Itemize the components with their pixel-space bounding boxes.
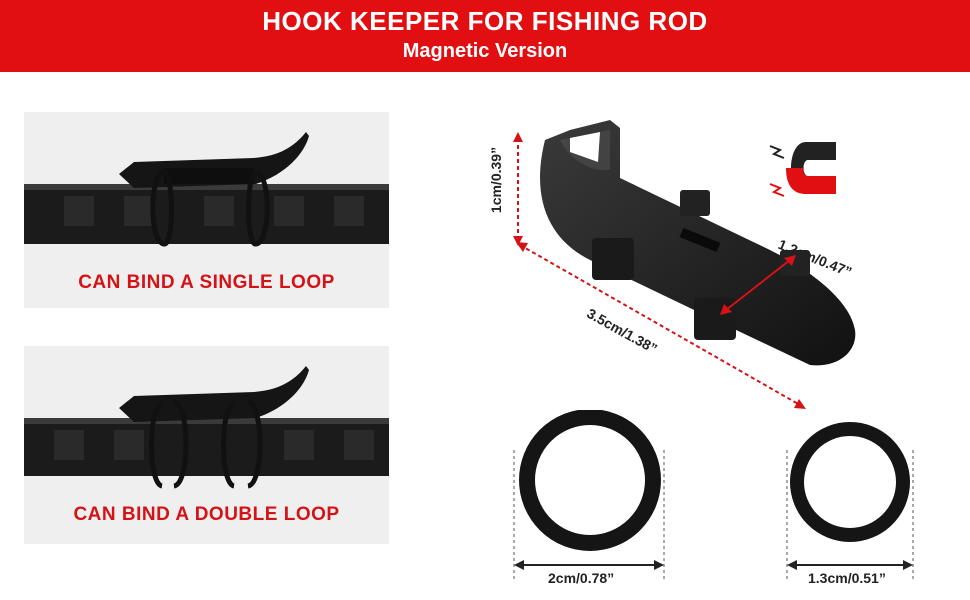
single-loop-illustration bbox=[24, 132, 389, 247]
large-o-ring bbox=[519, 410, 661, 551]
magnet-icon bbox=[769, 142, 836, 197]
hook-keeper-product bbox=[513, 120, 856, 409]
tab-right-front bbox=[694, 298, 736, 340]
large-ring-dimension-label: 2cm/0.78” bbox=[548, 570, 615, 586]
double-loop-panel: CAN BIND A DOUBLE LOOP bbox=[24, 346, 389, 544]
double-loop-illustration bbox=[24, 366, 389, 489]
double-loop-caption: CAN BIND A DOUBLE LOOP bbox=[73, 504, 340, 525]
small-o-ring bbox=[790, 422, 910, 542]
tab-left-front bbox=[592, 238, 634, 280]
single-loop-panel: CAN BIND A SINGLE LOOP bbox=[24, 112, 389, 308]
height-dimension-label: 1cm/0.39” bbox=[488, 146, 504, 214]
page-title: HOOK KEEPER FOR FISHING ROD bbox=[262, 6, 708, 36]
o-rings-illustration bbox=[513, 410, 914, 580]
page-subtitle: Magnetic Version bbox=[402, 40, 568, 62]
header-banner: HOOK KEEPER FOR FISHING ROD Magnetic Ver… bbox=[0, 0, 970, 72]
single-loop-caption: CAN BIND A SINGLE LOOP bbox=[78, 272, 335, 293]
small-ring-dimension-label: 1.3cm/0.51” bbox=[808, 570, 886, 586]
